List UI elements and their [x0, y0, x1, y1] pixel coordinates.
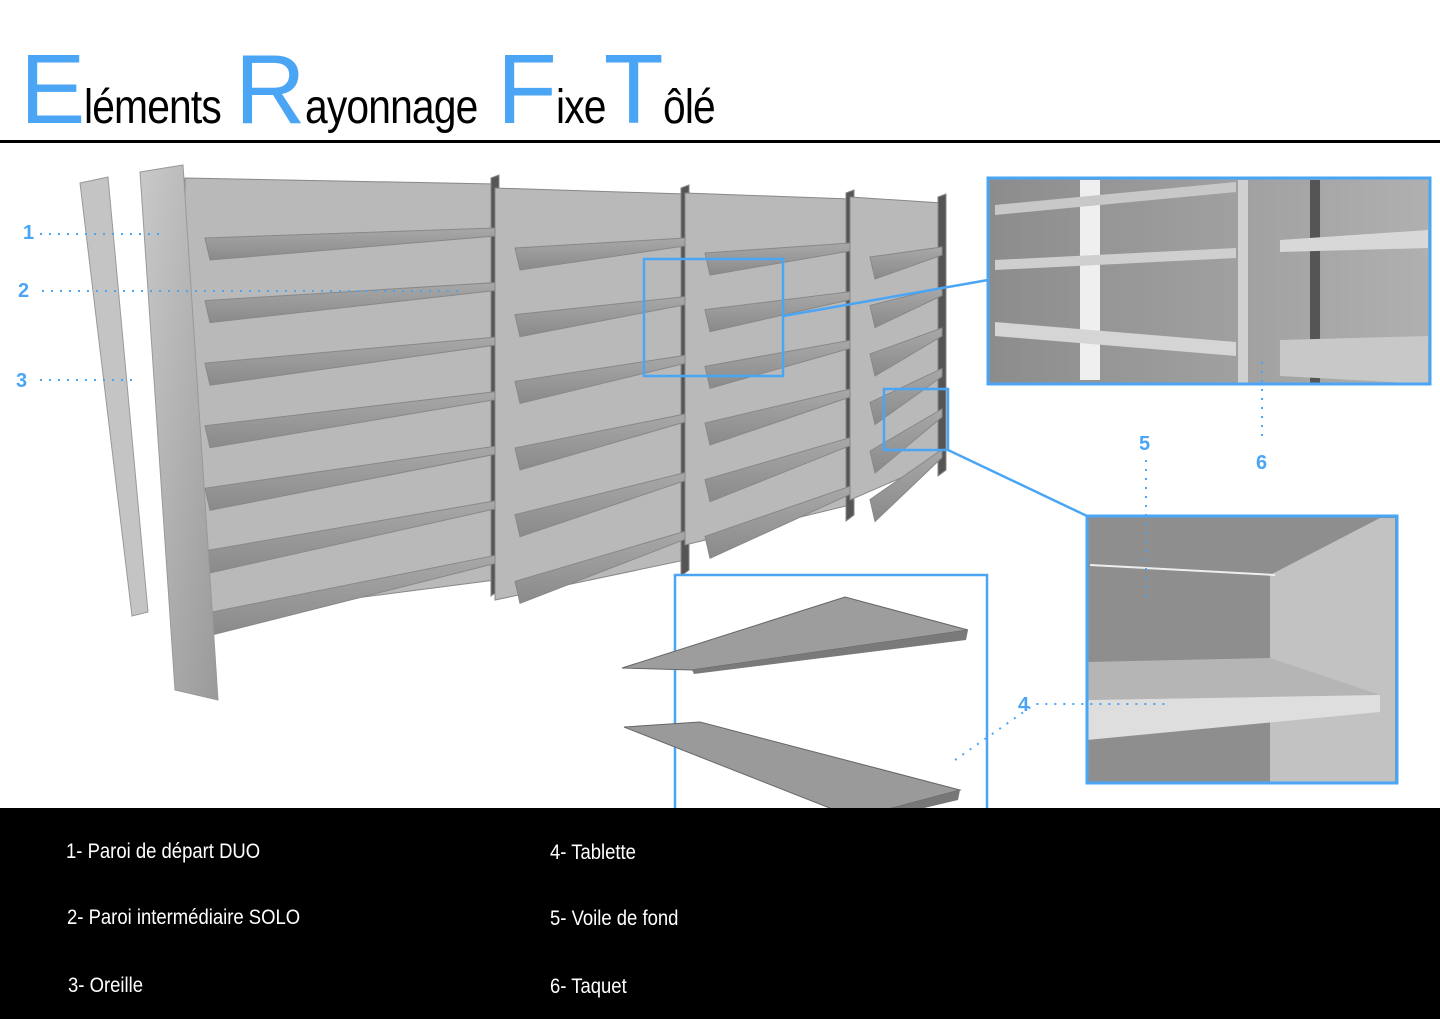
title-initial: T: [603, 34, 664, 144]
shelf: [869, 327, 943, 377]
callout-number: 1: [23, 222, 35, 244]
legend-item: 6- Taquet: [550, 975, 627, 998]
title-divider: [0, 140, 1440, 143]
legend-item: 3- Oreille: [68, 974, 143, 997]
shelf: [869, 367, 943, 426]
shelf: [869, 246, 943, 280]
detail-view-taquet: [986, 176, 1432, 386]
title-word: léments: [84, 81, 222, 134]
title-word: ayonnage: [304, 81, 478, 134]
shelf-bays: [184, 174, 947, 637]
callout-number: 6: [1256, 452, 1268, 474]
title-word: ixe: [555, 81, 606, 134]
title-initial: F: [497, 34, 557, 144]
legend-item: 2- Paroi intermédiaire SOLO: [67, 906, 301, 929]
detail-box-small-1: [642, 257, 785, 378]
intermediate-panel: [139, 164, 219, 701]
callout-number: 4: [1018, 694, 1030, 716]
callout-number: 2: [18, 280, 30, 302]
shelf: [869, 408, 943, 474]
title-initial: R: [234, 34, 306, 144]
title-word: ôlé: [662, 81, 716, 134]
detail-view-tablette: [621, 573, 989, 832]
legend-item: 1- Paroi de départ DUO: [66, 840, 261, 863]
detail-box-small-2: [882, 387, 950, 452]
leader-lines: [40, 233, 1263, 761]
legend-panel: 1- Paroi de départ DUO 2- Paroi interméd…: [0, 808, 1440, 1019]
callout-number: 3: [16, 370, 28, 392]
legend-item: 5- Voile de fond: [550, 907, 679, 930]
detail-view-back-panel: [1085, 514, 1399, 785]
start-panel-duo: [79, 176, 149, 617]
shelf: [869, 448, 943, 523]
title-initial: E: [20, 34, 85, 144]
page-title: Eléments Rayonnage Fixe Tôlé: [20, 40, 715, 138]
callout-number: 5: [1139, 433, 1151, 455]
legend-item: 4- Tablette: [550, 841, 636, 864]
